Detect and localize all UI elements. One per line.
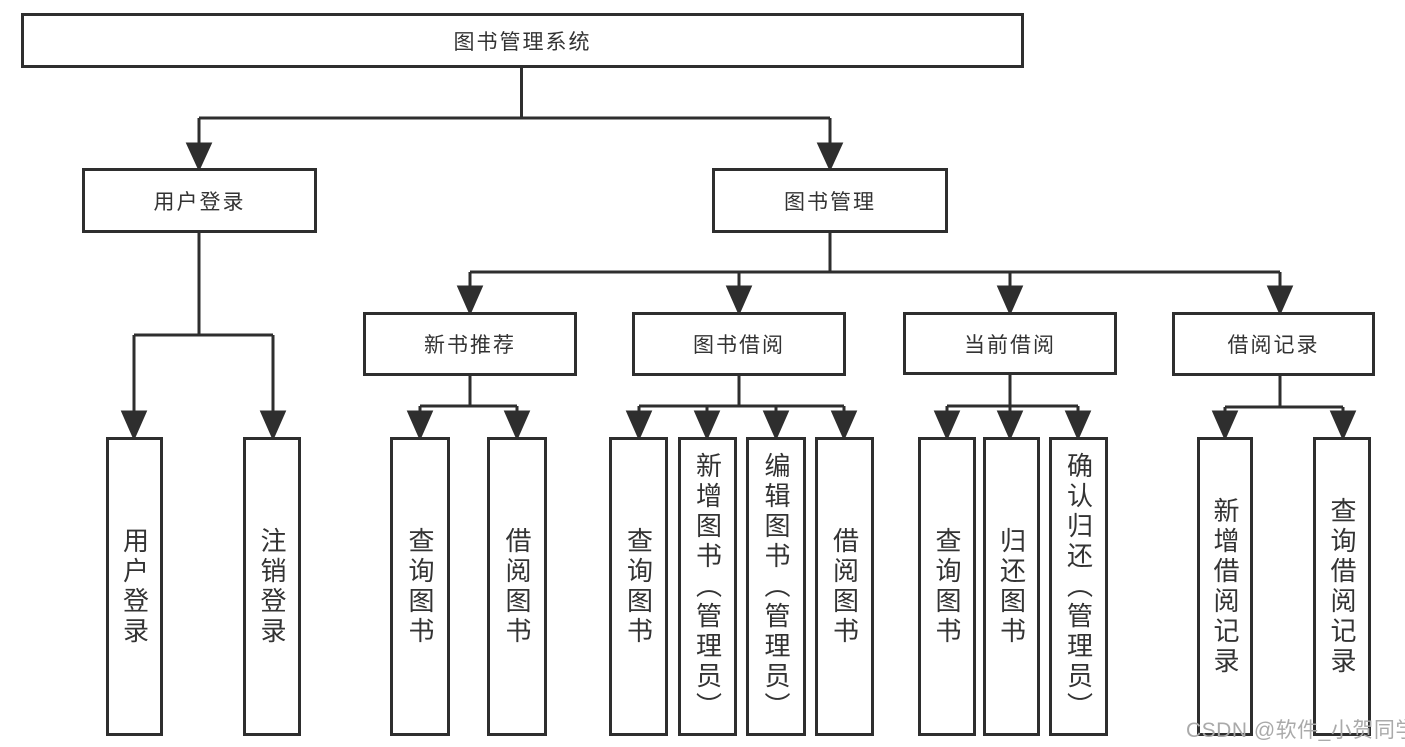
node-book-borrowing-label: 图书借阅 (693, 334, 785, 357)
leaf-borrow-books-recommend: 借阅图书 (487, 437, 547, 736)
leaf-query-books-borrowing: 查询图书 (609, 437, 668, 736)
leaf-borrow-books-label: 借阅图书 (829, 526, 860, 647)
node-book-borrowing: 图书借阅 (632, 312, 846, 376)
node-root-label: 图书管理系统 (453, 30, 592, 54)
leaf-user-login: 用户登录 (106, 437, 163, 736)
leaf-edit-books-admin-label: 编辑图书（管理员） (761, 451, 791, 722)
leaf-query-borrow-record: 查询借阅记录 (1313, 437, 1371, 736)
node-current-borrowing: 当前借阅 (903, 312, 1117, 375)
leaf-query-books-recommend-label: 查询图书 (405, 526, 435, 647)
leaf-add-books-admin-label: 新增图书（管理员） (692, 451, 723, 722)
node-borrow-records-label: 借阅记录 (1227, 334, 1320, 357)
leaf-query-books-current: 查询图书 (918, 437, 976, 736)
leaf-query-books-borrowing-label: 查询图书 (623, 526, 654, 647)
node-book-management: 图书管理 (712, 168, 948, 233)
edge-books-to-groups (456, 233, 1294, 316)
leaf-edit-books-admin: 编辑图书（管理员） (746, 437, 806, 736)
leaf-logout: 注销登录 (243, 437, 301, 736)
leaf-user-login-label: 用户登录 (119, 526, 150, 647)
node-book-management-label: 图书管理 (784, 190, 876, 214)
leaf-logout-label: 注销登录 (257, 526, 287, 647)
edge-records-to-leaves (1211, 376, 1357, 441)
edge-newbook-to-leaves (406, 376, 531, 441)
node-user-login-branch-label: 用户登录 (153, 190, 246, 214)
edge-root-to-level2 (185, 68, 844, 172)
leaf-return-books-label: 归还图书 (996, 526, 1027, 647)
leaf-query-books-recommend: 查询图书 (390, 437, 450, 736)
leaf-borrow-books-recommend-label: 借阅图书 (502, 526, 532, 647)
leaf-add-borrow-record-label: 新增借阅记录 (1210, 496, 1240, 677)
leaf-add-books-admin: 新增图书（管理员） (678, 437, 737, 736)
csdn-watermark: CSDN @软件_小贺同学 (1186, 719, 1405, 742)
leaf-borrow-books: 借阅图书 (815, 437, 874, 736)
leaf-add-borrow-record: 新增借阅记录 (1197, 437, 1253, 736)
leaf-query-books-current-label: 查询图书 (932, 526, 962, 647)
node-current-borrowing-label: 当前借阅 (964, 333, 1056, 357)
edge-current-to-leaves (933, 375, 1092, 441)
edge-borrowing-to-leaves (625, 376, 858, 441)
node-new-book-recommend-label: 新书推荐 (424, 334, 516, 357)
leaf-confirm-return-admin-label: 确认归还（管理员） (1063, 451, 1094, 722)
node-root: 图书管理系统 (21, 13, 1024, 68)
leaf-query-borrow-record-label: 查询借阅记录 (1327, 496, 1357, 677)
leaf-return-books: 归还图书 (983, 437, 1040, 736)
node-borrow-records: 借阅记录 (1172, 312, 1375, 376)
node-new-book-recommend: 新书推荐 (363, 312, 577, 376)
node-user-login-branch: 用户登录 (82, 168, 317, 233)
edge-user-to-leaves (120, 233, 287, 441)
leaf-confirm-return-admin: 确认归还（管理员） (1049, 437, 1108, 736)
